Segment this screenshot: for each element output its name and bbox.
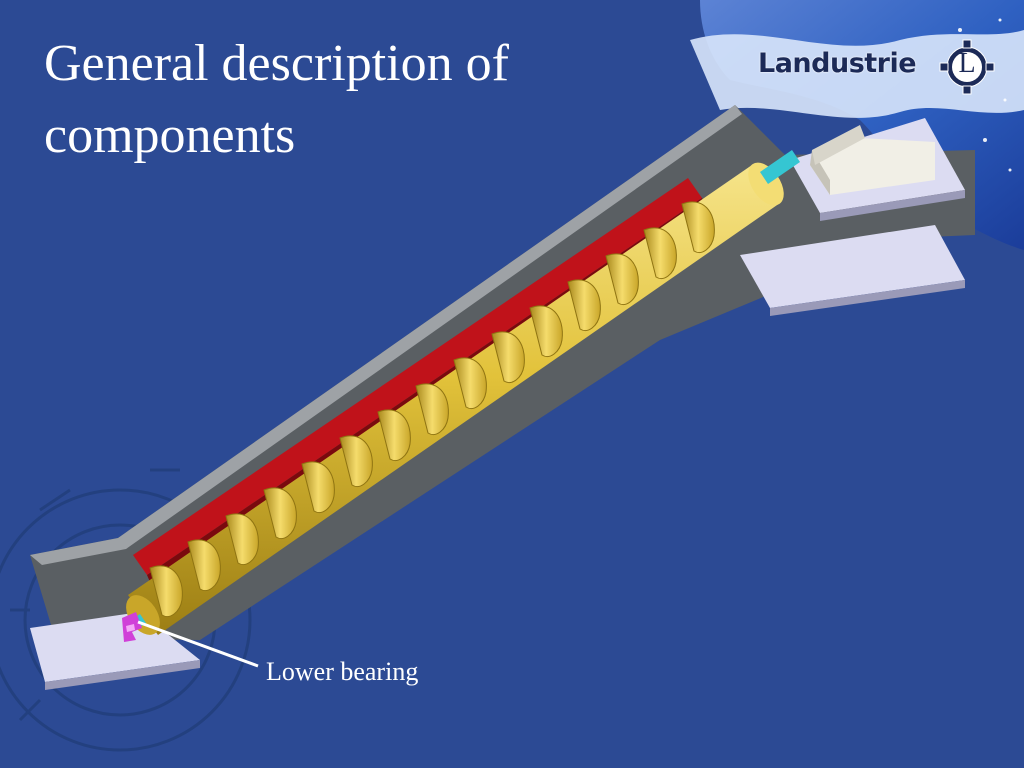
- drive-unit: [810, 125, 935, 195]
- landustrie-logo-letter: L: [958, 48, 976, 79]
- upper-shaft: [760, 150, 800, 184]
- landustrie-logo: Landustrie: [758, 48, 917, 79]
- landustrie-gear-icon: [939, 39, 995, 95]
- red-trough: [133, 178, 705, 582]
- slide-title: General description of components: [44, 35, 509, 164]
- lower-bearing-label: Lower bearing: [266, 657, 419, 686]
- screw-flights: [149, 201, 715, 617]
- callout-leader-line: [137, 620, 259, 668]
- lower-bearing: [122, 612, 142, 642]
